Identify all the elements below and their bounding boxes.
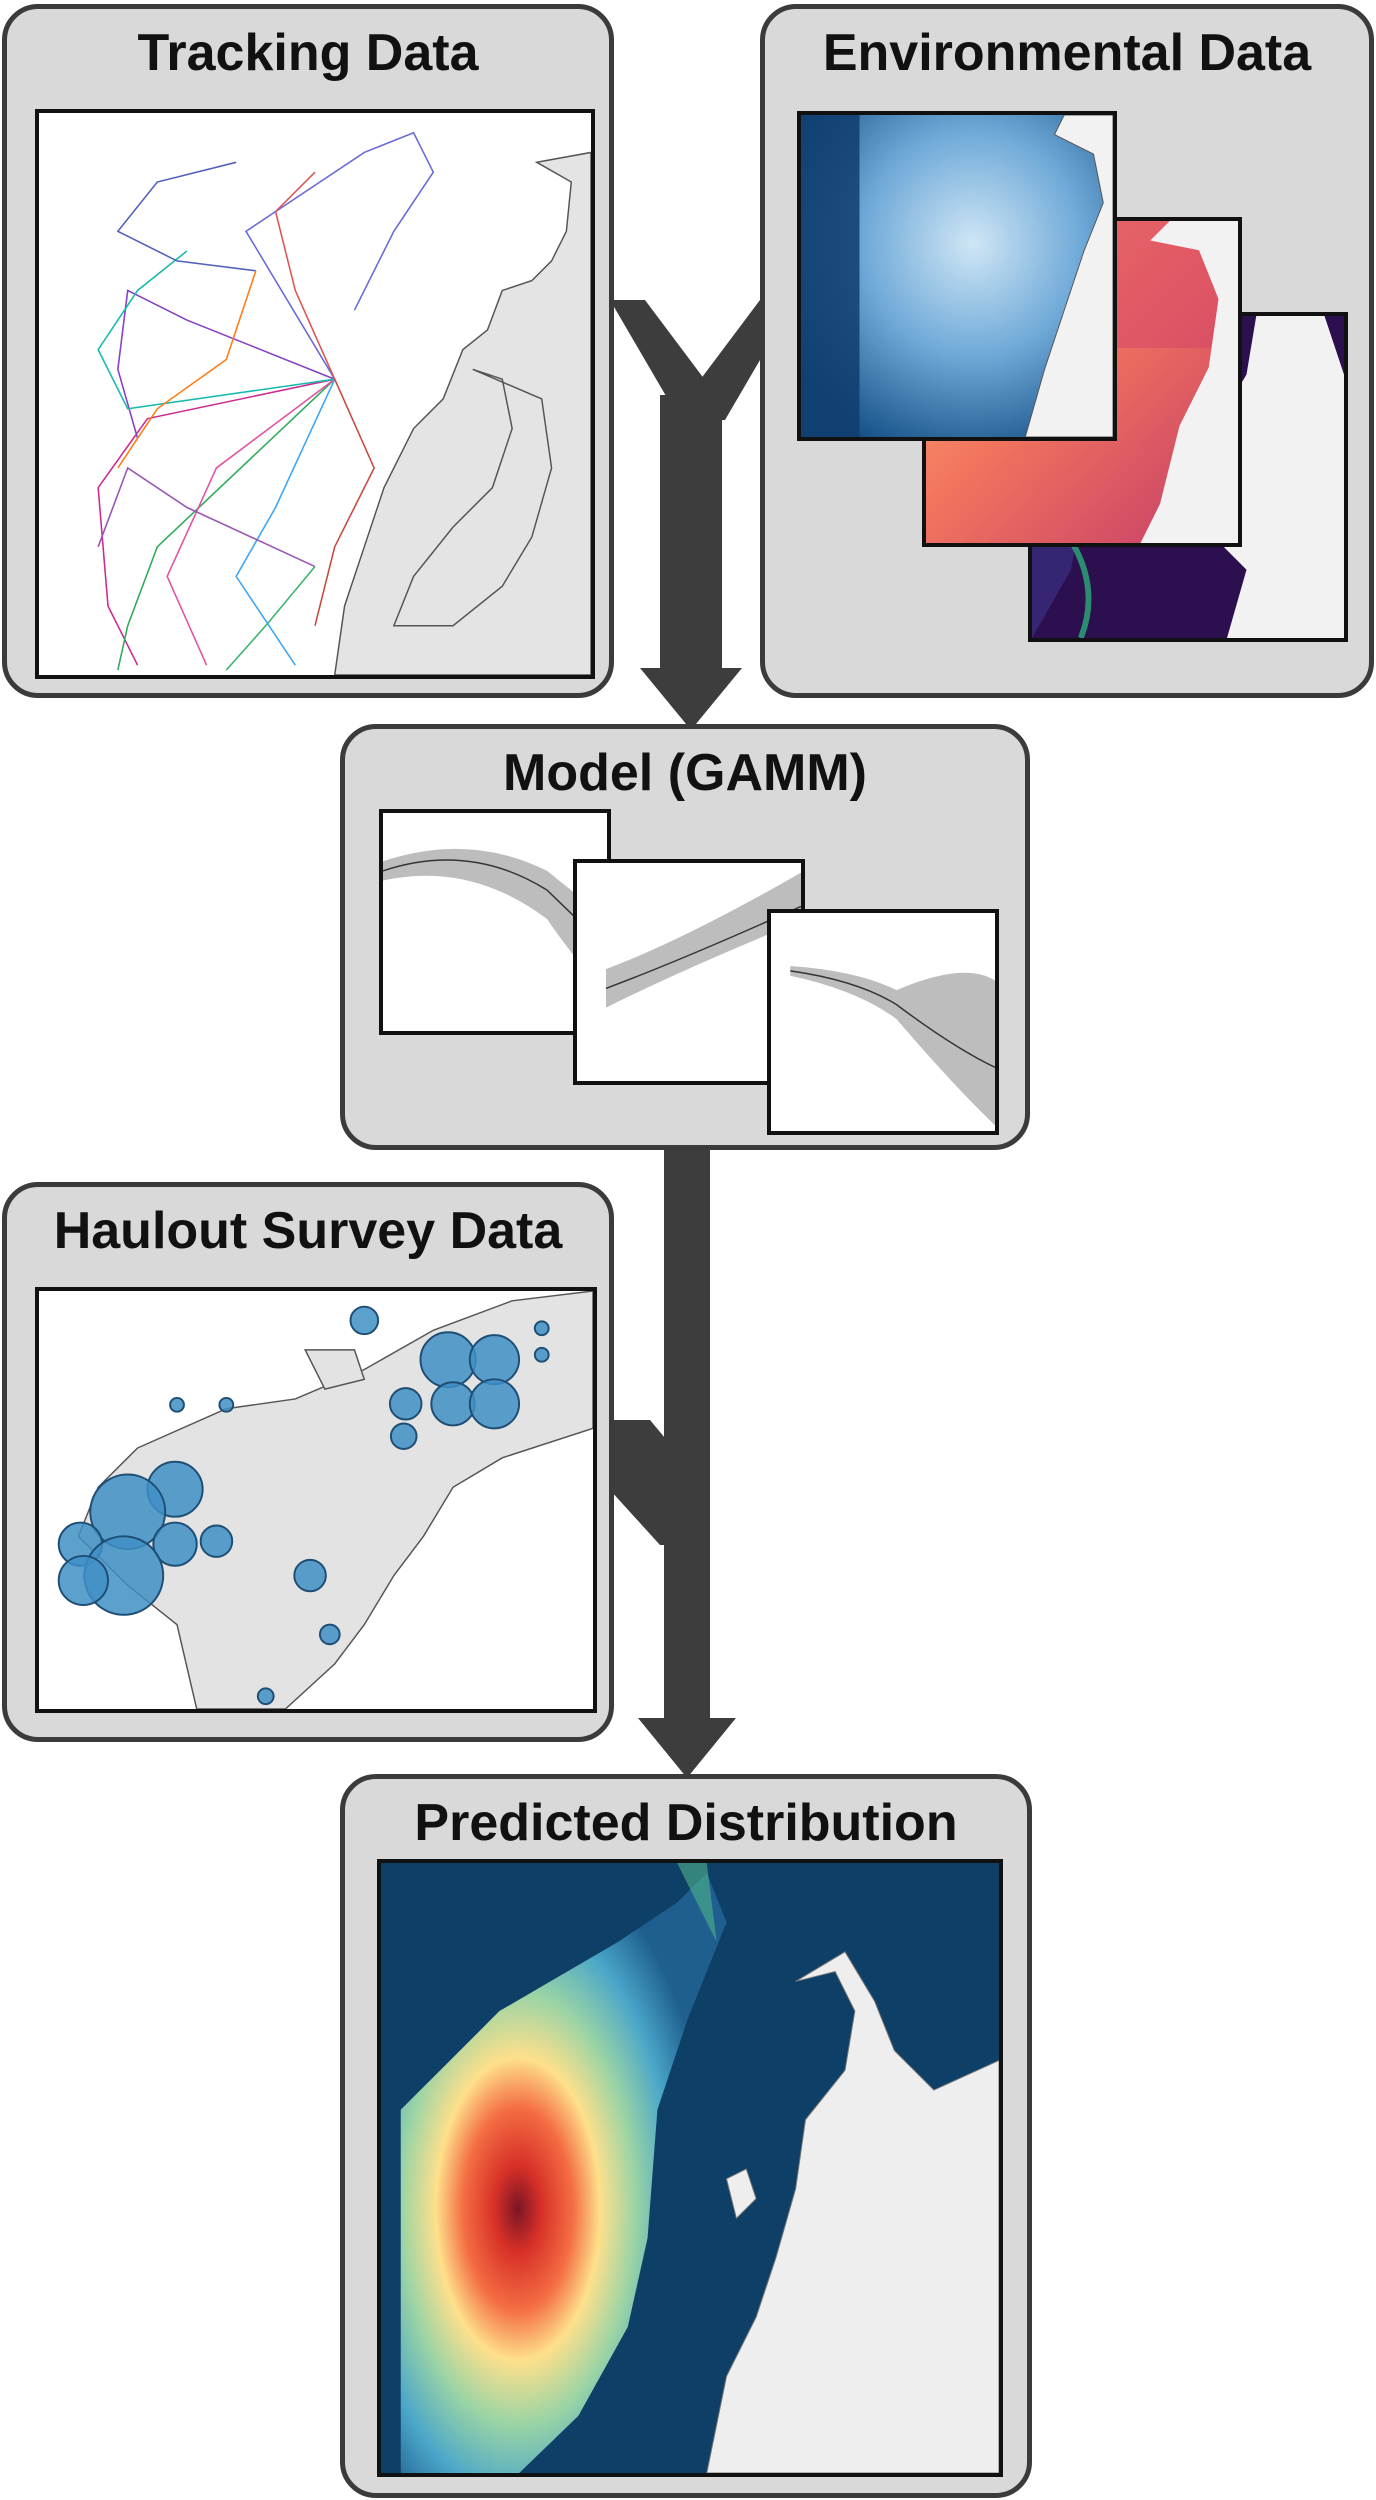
environmental-data-panel: Environmental Data — [760, 4, 1374, 698]
track-line — [166, 378, 336, 666]
smooth-curve — [790, 970, 995, 1068]
haulout-circle — [533, 1346, 550, 1363]
predicted-distribution-panel: Predicted Distribution — [340, 1774, 1032, 2498]
panel-title: Environmental Data — [822, 24, 1312, 82]
track-line — [97, 378, 335, 666]
haulout-circle — [218, 1396, 235, 1413]
panel-title: Model (GAMM) — [503, 744, 867, 802]
island-land — [303, 1349, 366, 1390]
smooth-term-plot-three — [767, 909, 999, 1135]
coastline-land — [1140, 221, 1238, 543]
env-layer-one — [797, 111, 1117, 441]
haulout-circle — [468, 1334, 521, 1386]
haulout-circle — [349, 1305, 380, 1336]
smooth-term-plot-two — [573, 859, 805, 1085]
track-line — [117, 289, 336, 439]
coastline-land — [706, 1951, 999, 2473]
haulout-circle — [169, 1396, 185, 1413]
track-line — [116, 161, 256, 272]
confidence-band — [790, 966, 995, 1126]
track-line — [117, 270, 257, 469]
track-line — [225, 566, 316, 671]
tracking-map — [35, 109, 595, 679]
haulout-circle — [389, 1422, 418, 1450]
haulout-survey-panel: Haulout Survey Data — [2, 1182, 614, 1742]
merge-arrow-head-icon — [640, 668, 742, 730]
haulout-circle — [318, 1623, 341, 1646]
island-land — [725, 2168, 757, 2220]
smooth-curve — [383, 859, 607, 949]
haulout-circle — [293, 1558, 327, 1593]
track-line — [97, 250, 335, 410]
merge-arrow-stem — [660, 395, 722, 670]
haulout-circle — [256, 1687, 275, 1706]
model-gamm-panel: Model (GAMM) — [340, 724, 1030, 1150]
coastline-land — [1024, 115, 1113, 437]
haulout-circle — [388, 1387, 423, 1421]
haulout-circle — [57, 1554, 109, 1606]
island-land — [392, 368, 553, 627]
track-line — [97, 466, 316, 568]
haulout-map — [35, 1287, 597, 1713]
tracking-data-panel: Tracking Data — [2, 4, 614, 698]
confidence-band — [605, 872, 801, 1008]
haulout-circle — [199, 1524, 234, 1558]
track-line — [244, 131, 435, 380]
track-line — [235, 378, 336, 666]
smooth-term-plot-one — [379, 809, 611, 1035]
coastline-land — [677, 1863, 717, 1942]
haulout-circle — [152, 1521, 198, 1567]
high-density-region — [400, 1872, 727, 2473]
haulout-circle — [430, 1381, 476, 1427]
track-line — [117, 378, 336, 671]
model-to-prediction-stem — [664, 1140, 710, 1720]
haulout-circle — [533, 1320, 550, 1337]
track-line — [274, 171, 336, 380]
haulout-join-branch — [610, 1420, 700, 1545]
haulout-circle — [419, 1331, 477, 1389]
predicted-heatmap — [377, 1859, 1003, 2477]
panel-title: Predicted Distribution — [414, 1794, 958, 1852]
track-line — [314, 378, 376, 626]
prediction-arrow-head-icon — [638, 1718, 736, 1778]
panel-title: Tracking Data — [137, 24, 479, 82]
merge-arrow-left-branch — [610, 300, 705, 420]
confidence-band — [383, 848, 607, 997]
haulout-circle — [468, 1378, 521, 1430]
panel-title: Haulout Survey Data — [53, 1202, 563, 1260]
